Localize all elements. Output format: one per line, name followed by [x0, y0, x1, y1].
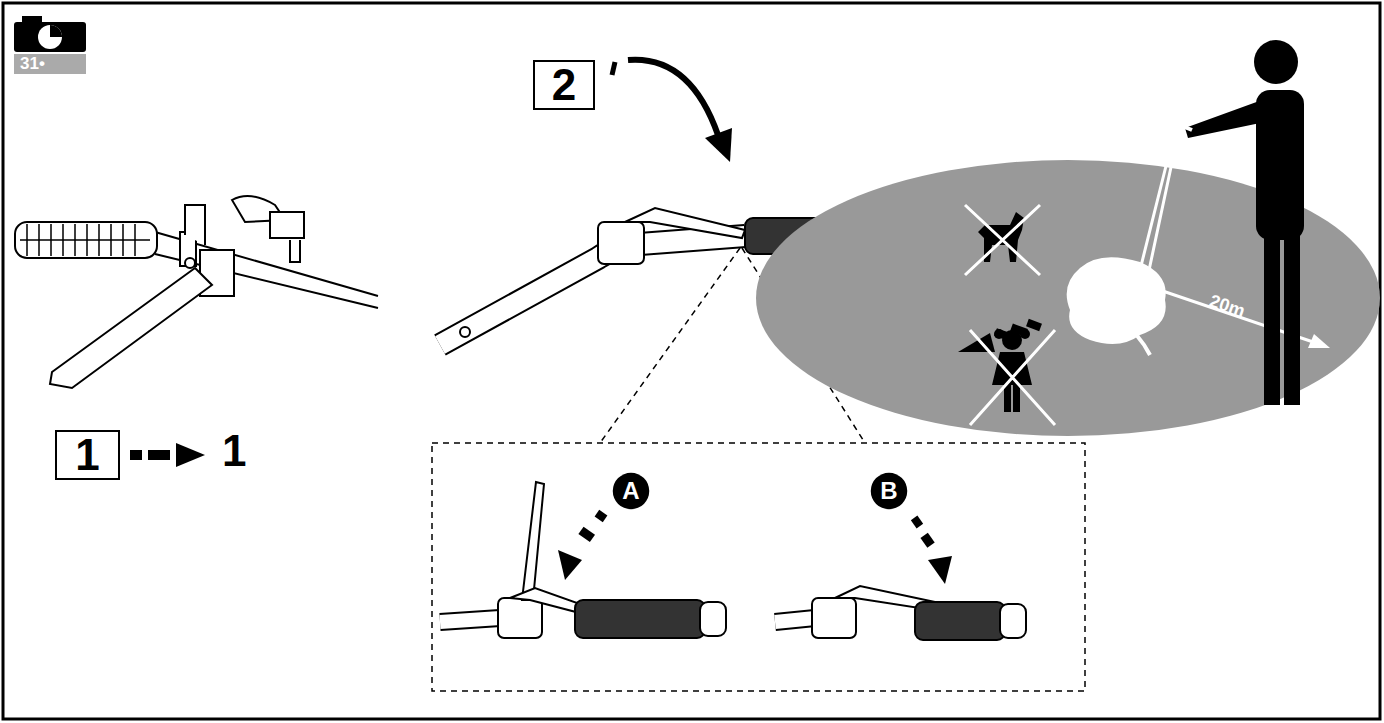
callout-circle	[613, 473, 649, 509]
handle-illustration	[625, 208, 745, 238]
throttle-detail-a	[440, 618, 500, 622]
no-dog-symbol	[965, 205, 1040, 275]
throttle-detail-a	[440, 618, 500, 622]
camera-icon	[14, 16, 86, 74]
figure-number: 31•	[20, 54, 45, 74]
frame	[3, 3, 1380, 719]
camera-icon	[22, 16, 42, 24]
operator-silhouette	[1284, 230, 1300, 405]
no-child-symbol	[1002, 330, 1022, 350]
camera-icon	[38, 25, 62, 49]
no-child-symbol	[1020, 329, 1030, 339]
curved-arrow	[628, 60, 718, 135]
tiller-silhouette	[1067, 257, 1166, 344]
dashed-arrow	[148, 450, 170, 460]
throttle-detail-b	[775, 516, 1026, 640]
camera-icon	[50, 25, 62, 37]
throttle-detail-b	[911, 516, 923, 529]
handle-lever-illustration	[15, 222, 157, 258]
dashed-arrow	[130, 443, 205, 467]
callout-circle	[871, 473, 907, 509]
direction-arrow	[958, 319, 1042, 352]
curved-arrow	[612, 60, 732, 162]
throttle-detail-b	[775, 618, 815, 622]
step-result: 1	[222, 426, 246, 476]
curved-arrow	[705, 128, 732, 162]
handle-illustration	[598, 222, 644, 264]
throttle-detail-a	[578, 527, 595, 542]
direction-arrow	[1026, 319, 1042, 331]
callout-letter: A	[622, 477, 639, 505]
no-child-symbol	[994, 329, 1004, 339]
throttle-detail-b	[928, 556, 952, 584]
handle-lever-illustration	[185, 258, 195, 268]
throttle-detail-a	[700, 602, 726, 636]
throttle-detail-b	[915, 602, 1005, 640]
no-dog-symbol	[965, 205, 1040, 275]
operator-silhouette	[1254, 40, 1298, 84]
operator-silhouette	[1185, 40, 1304, 405]
camera-icon	[14, 22, 86, 52]
throttle-detail-b	[1000, 604, 1026, 638]
step-number: 1	[75, 430, 99, 480]
dashed-arrow	[176, 443, 205, 467]
throttle-detail-a	[595, 510, 608, 522]
handle-lever-illustration	[50, 268, 212, 388]
throttle-detail-b	[812, 598, 856, 638]
no-child-symbol	[970, 330, 1055, 425]
tiller-silhouette	[1067, 122, 1192, 355]
handle-lever-illustration	[290, 240, 300, 262]
dashed-arrow	[130, 450, 142, 460]
throttle-detail-a	[498, 598, 542, 638]
step-number: 2	[533, 60, 595, 110]
tiller-silhouette	[1172, 122, 1192, 130]
step-number: 1	[55, 430, 120, 480]
throttle-detail-a	[522, 482, 544, 600]
tiller-silhouette	[1140, 125, 1180, 275]
handle-lever-illustration	[270, 212, 304, 238]
callout-letter: B	[870, 472, 908, 510]
safety-zone	[1308, 334, 1330, 348]
tiller-silhouette	[1120, 320, 1150, 355]
no-child-symbol	[970, 329, 1055, 425]
camera-icon	[14, 54, 86, 74]
throttle-detail-b	[775, 618, 815, 622]
curved-arrow	[612, 62, 615, 75]
throttle-detail-a	[558, 550, 582, 580]
callout-letter: A	[612, 472, 650, 510]
dashed-leader	[432, 443, 1085, 691]
operator-silhouette	[1185, 100, 1265, 138]
handle-lever-illustration	[185, 205, 205, 245]
operator-silhouette	[1264, 230, 1280, 405]
handle-lever-illustration	[15, 196, 378, 388]
handle-illustration	[440, 236, 745, 345]
throttle-detail-b	[920, 533, 934, 548]
throttle-detail-a	[440, 482, 726, 638]
handle-lever-illustration	[20, 224, 150, 256]
step-number: 2	[552, 60, 576, 110]
handle-illustration	[460, 327, 470, 337]
callout-letter: B	[880, 477, 897, 505]
throttle-detail-a	[510, 588, 580, 612]
throttle-detail-a	[575, 600, 705, 638]
handle-illustration	[440, 236, 745, 345]
